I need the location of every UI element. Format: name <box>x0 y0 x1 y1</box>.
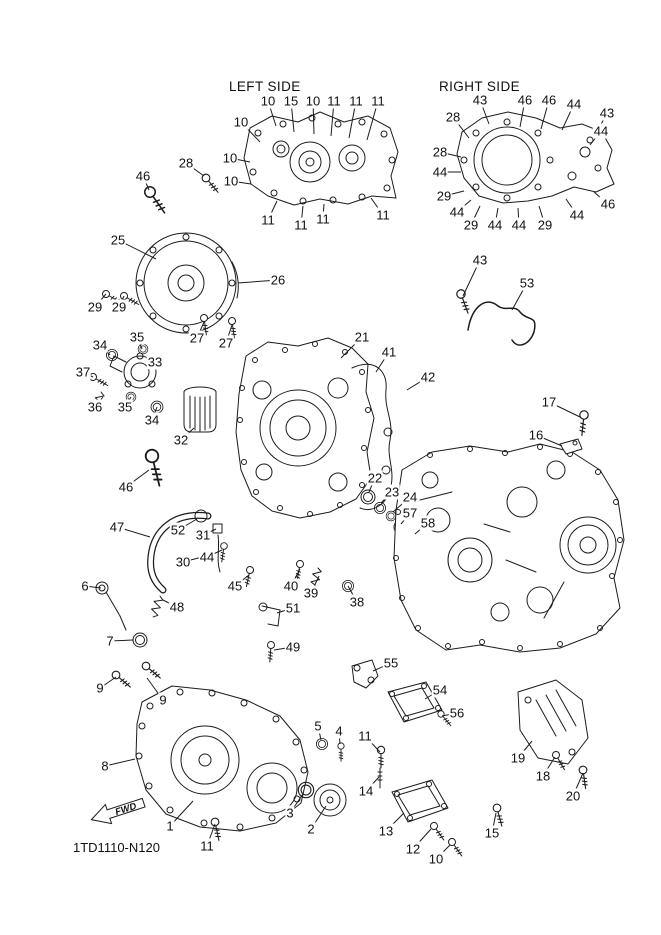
callout-27: 27 <box>188 330 206 346</box>
callout-17: 17 <box>540 394 558 410</box>
callout-52: 52 <box>169 522 187 538</box>
callout-19: 19 <box>509 750 527 766</box>
callout-44: 44 <box>448 204 466 220</box>
callout-34: 34 <box>143 412 161 428</box>
callout-10: 10 <box>304 93 322 109</box>
callout-57: 57 <box>401 505 419 521</box>
callout-46: 46 <box>540 92 558 108</box>
callout-40: 40 <box>282 578 300 594</box>
callout-29: 29 <box>462 217 480 233</box>
callout-35: 35 <box>116 399 134 415</box>
callout-11: 11 <box>375 207 391 223</box>
right-side-title: RIGHT SIDE <box>437 79 523 94</box>
callout-44: 44 <box>510 217 528 233</box>
callout-44: 44 <box>431 164 449 180</box>
callout-25: 25 <box>109 232 127 248</box>
left-side-title: LEFT SIDE <box>227 79 303 94</box>
callout-10: 10 <box>232 114 250 130</box>
callout-14: 14 <box>357 783 375 799</box>
callout-10: 10 <box>427 851 445 867</box>
callout-54: 54 <box>431 682 449 698</box>
callout-2: 2 <box>306 821 316 837</box>
callout-22: 22 <box>366 470 384 486</box>
callout-16: 16 <box>527 427 545 443</box>
callout-26: 26 <box>269 272 287 288</box>
callout-11: 11 <box>370 93 386 109</box>
callout-29: 29 <box>86 299 104 315</box>
callout-18: 18 <box>534 768 552 784</box>
callout-46: 46 <box>134 168 152 184</box>
callout-11: 11 <box>260 212 276 228</box>
callout-10: 10 <box>222 173 240 189</box>
callout-8: 8 <box>100 758 110 774</box>
callout-51: 51 <box>284 600 302 616</box>
callout-37: 37 <box>74 364 92 380</box>
callout-41: 41 <box>380 344 398 360</box>
callout-58: 58 <box>419 515 437 531</box>
callout-49: 49 <box>284 639 302 655</box>
callout-24: 24 <box>401 489 419 505</box>
callout-56: 56 <box>448 705 466 721</box>
callout-30: 30 <box>174 554 192 570</box>
callout-53: 53 <box>518 275 536 291</box>
callout-28: 28 <box>444 109 462 125</box>
callout-46: 46 <box>117 479 135 495</box>
callout-6: 6 <box>80 578 90 594</box>
callout-43: 43 <box>598 105 616 121</box>
callout-48: 48 <box>168 599 186 615</box>
callout-4: 4 <box>334 723 344 739</box>
callout-9: 9 <box>95 680 105 696</box>
callout-46: 46 <box>516 92 534 108</box>
callout-21: 21 <box>353 329 371 345</box>
callout-42: 42 <box>419 369 437 385</box>
callout-9: 9 <box>158 692 168 708</box>
callout-35: 35 <box>128 329 146 345</box>
callout-47: 47 <box>108 519 126 535</box>
callout-1: 1 <box>165 818 175 834</box>
callout-27: 27 <box>217 335 235 351</box>
callout-11: 11 <box>357 728 373 744</box>
callout-28: 28 <box>177 155 195 171</box>
callout-11: 11 <box>315 211 331 227</box>
callout-23: 23 <box>383 484 401 500</box>
callout-11: 11 <box>199 838 215 854</box>
callout-43: 43 <box>471 252 489 268</box>
callout-11: 11 <box>348 93 364 109</box>
callout-15: 15 <box>282 93 300 109</box>
callout-44: 44 <box>565 96 583 112</box>
callout-38: 38 <box>348 594 366 610</box>
callout-10: 10 <box>221 150 239 166</box>
callout-44: 44 <box>568 207 586 223</box>
callout-43: 43 <box>471 92 489 108</box>
callout-32: 32 <box>172 432 190 448</box>
callout-13: 13 <box>377 823 395 839</box>
callout-7: 7 <box>105 633 115 649</box>
callout-29: 29 <box>435 188 453 204</box>
callout-44: 44 <box>486 217 504 233</box>
callout-28: 28 <box>431 144 449 160</box>
callout-33: 33 <box>146 354 164 370</box>
drawing-number: 1TD1110-N120 <box>73 840 160 855</box>
callout-15: 15 <box>483 825 501 841</box>
callout-10: 10 <box>259 93 277 109</box>
callout-11: 11 <box>326 93 342 109</box>
callout-36: 36 <box>86 399 104 415</box>
callout-29: 29 <box>536 217 554 233</box>
callout-12: 12 <box>404 841 422 857</box>
callout-45: 45 <box>226 578 244 594</box>
callout-34: 34 <box>91 337 109 353</box>
callout-5: 5 <box>313 718 323 734</box>
callout-44: 44 <box>592 123 610 139</box>
callout-44: 44 <box>198 549 216 565</box>
callout-20: 20 <box>564 788 582 804</box>
callout-39: 39 <box>302 585 320 601</box>
callout-31: 31 <box>194 527 212 543</box>
callout-55: 55 <box>382 655 400 671</box>
callout-29: 29 <box>110 299 128 315</box>
callout-3: 3 <box>285 805 295 821</box>
callout-46: 46 <box>599 196 617 212</box>
callout-11: 11 <box>293 217 309 233</box>
